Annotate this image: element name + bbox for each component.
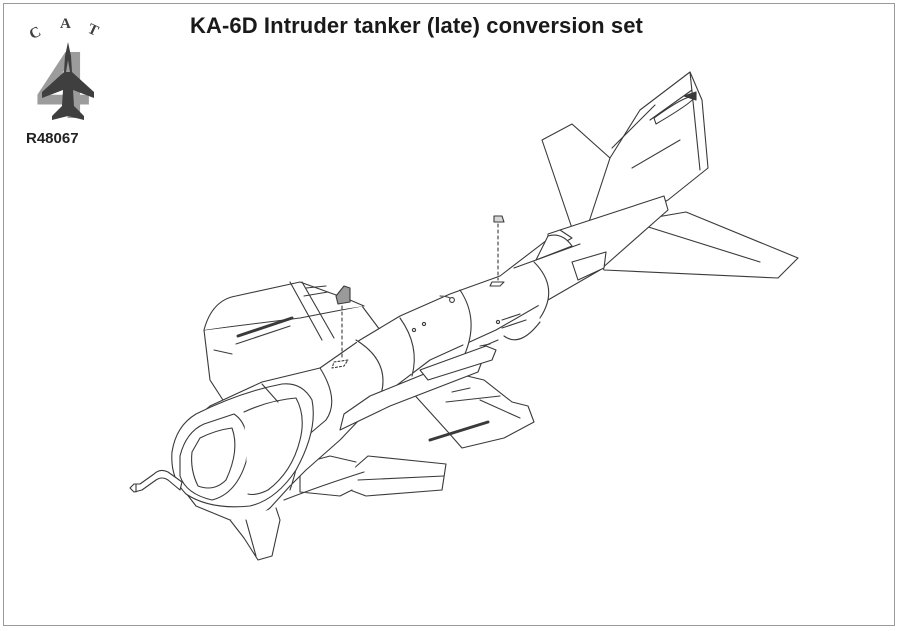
left-wing bbox=[203, 281, 381, 415]
page-title: KA-6D Intruder tanker (late) conversion … bbox=[190, 13, 643, 38]
product-code: R48067 bbox=[26, 130, 79, 147]
antenna-part-aft bbox=[489, 215, 505, 287]
cockpit-canopy bbox=[171, 383, 314, 508]
logo-letter-a: A bbox=[60, 16, 71, 32]
right-wing bbox=[409, 371, 535, 449]
right-nacelle bbox=[299, 455, 447, 497]
jet-fighter-icon bbox=[42, 42, 94, 120]
spine-fairing bbox=[339, 339, 499, 431]
page-frame bbox=[3, 3, 895, 626]
refuelling-probe bbox=[129, 469, 183, 493]
antenna-part-forward bbox=[331, 285, 351, 369]
cat4-logo: C A T 4 bbox=[27, 16, 101, 136]
